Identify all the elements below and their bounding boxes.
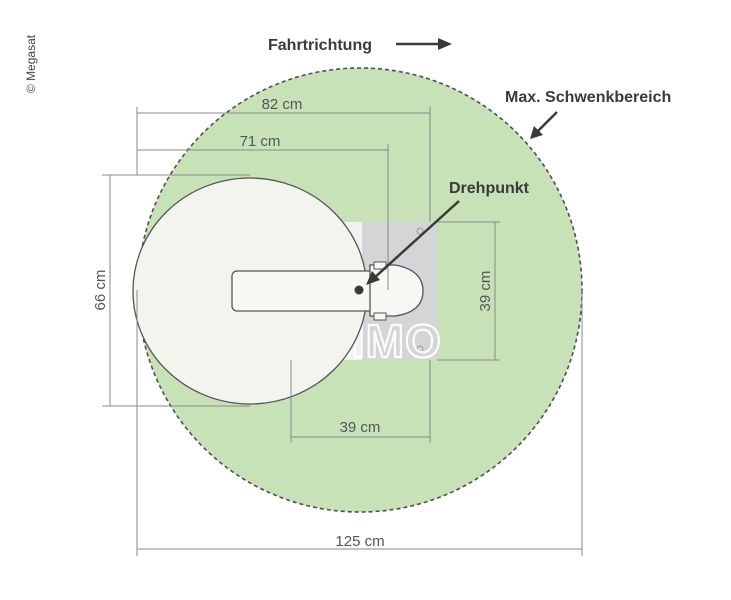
rotary-clamp-bottom <box>373 312 387 321</box>
direction-label: Fahrtrichtung <box>268 37 372 54</box>
pivot-point <box>354 285 364 295</box>
rotary-head <box>369 264 424 317</box>
pivot-arrow-icon <box>366 200 460 285</box>
dim-39cm-horizontal: 39 cm <box>340 419 381 436</box>
dim-71cm: 71 cm <box>240 133 281 150</box>
dimension-lines <box>102 107 583 556</box>
plate-screw <box>416 345 424 353</box>
max-swing-label: Max. Schwenkbereich <box>505 89 671 106</box>
max-swing-arrow-icon <box>530 111 558 139</box>
copyright-text: © Megasat <box>24 34 38 93</box>
pivot-label: Drehpunkt <box>449 180 530 197</box>
dim-82cm: 82 cm <box>262 96 303 113</box>
dim-66cm: 66 cm <box>92 270 109 311</box>
dim-125cm: 125 cm <box>335 533 384 550</box>
direction-arrow-icon <box>396 38 452 50</box>
dim-39cm-vertical: 39 cm <box>477 271 494 312</box>
plate-screw <box>416 227 424 235</box>
